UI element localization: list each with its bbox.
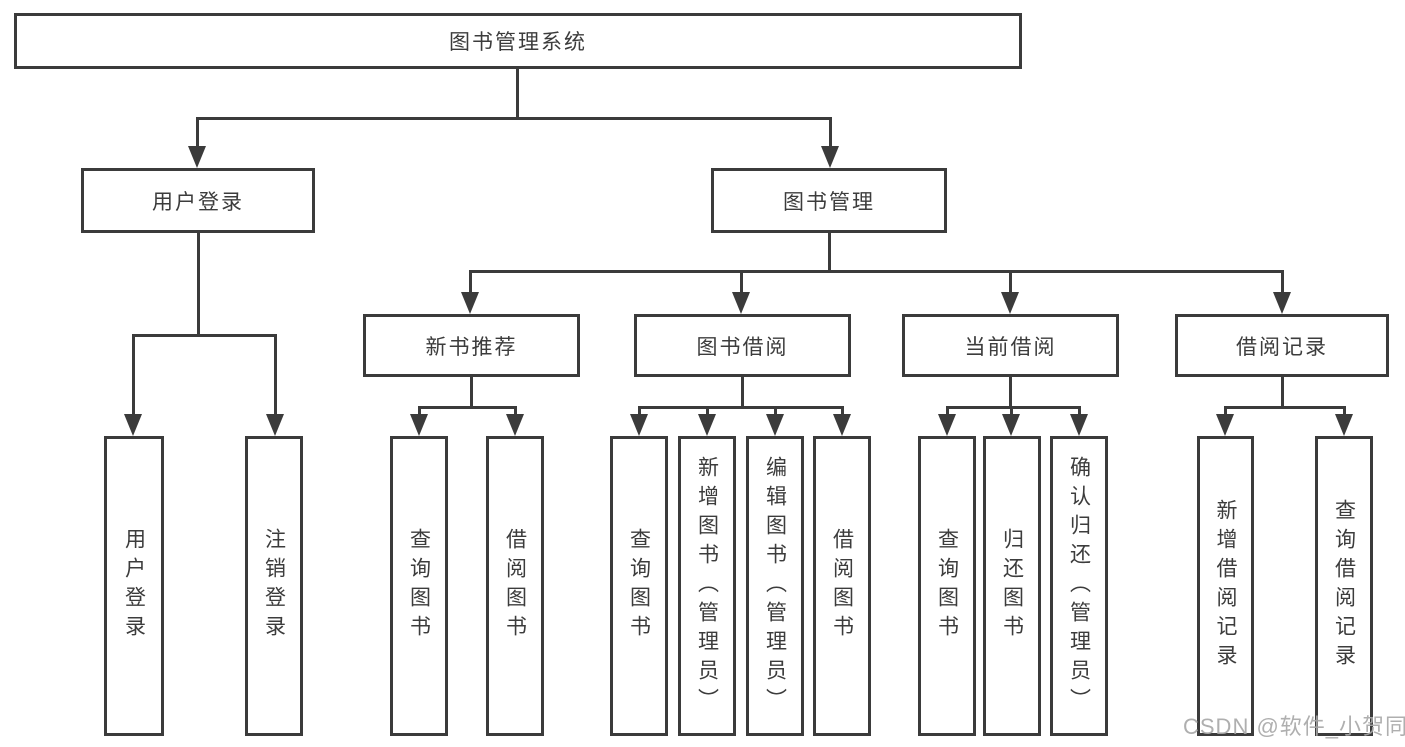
edge-line xyxy=(1009,270,1012,294)
edge-arrowhead-icon xyxy=(506,414,524,436)
edge-line xyxy=(1225,406,1344,409)
edge-line xyxy=(419,406,516,409)
edge-arrowhead-icon xyxy=(1335,414,1353,436)
edge-line xyxy=(274,334,277,416)
node-borrow-records: 借阅记录 xyxy=(1175,314,1389,377)
leaf-borrow-query-book: 查询图书 xyxy=(610,436,668,736)
leaf-user-login: 用户登录 xyxy=(104,436,164,736)
node-book-borrow: 图书借阅 xyxy=(634,314,851,377)
edge-line xyxy=(1343,406,1346,416)
edge-arrowhead-icon xyxy=(1002,414,1020,436)
edge-line xyxy=(1281,377,1284,408)
leaf-records-add-record: 新增借阅记录 xyxy=(1197,436,1254,736)
edge-line xyxy=(947,406,1079,409)
leaf-borrow-borrow-book: 借阅图书 xyxy=(813,436,871,736)
edge-line xyxy=(133,334,276,337)
edge-arrowhead-icon xyxy=(410,414,428,436)
edge-arrowhead-icon xyxy=(833,414,851,436)
edge-arrowhead-icon xyxy=(698,414,716,436)
edge-arrowhead-icon xyxy=(1070,414,1088,436)
leaf-current-return-book: 归还图书 xyxy=(983,436,1041,736)
edge-arrowhead-icon xyxy=(766,414,784,436)
leaf-logout: 注销登录 xyxy=(245,436,303,736)
edge-line xyxy=(841,406,844,416)
leaf-borrow-edit-book-admin: 编辑图书（管理员） xyxy=(746,436,804,736)
edge-line xyxy=(828,233,831,272)
edge-arrowhead-icon xyxy=(188,146,206,168)
edge-line xyxy=(197,233,200,336)
edge-arrowhead-icon xyxy=(1001,292,1019,314)
edge-arrowhead-icon xyxy=(732,292,750,314)
leaf-current-confirm-return-admin: 确认归还（管理员） xyxy=(1050,436,1108,736)
edge-arrowhead-icon xyxy=(630,414,648,436)
node-book-management: 图书管理 xyxy=(711,168,947,233)
edge-line xyxy=(514,406,517,416)
node-user-login: 用户登录 xyxy=(81,168,315,233)
node-root: 图书管理系统 xyxy=(14,13,1022,69)
leaf-borrow-add-book-admin: 新增图书（管理员） xyxy=(678,436,736,736)
leaf-recommend-query-book: 查询图书 xyxy=(390,436,448,736)
edge-line xyxy=(946,406,949,416)
edge-line xyxy=(740,270,743,294)
edge-line xyxy=(639,406,843,409)
edge-line xyxy=(469,270,472,294)
node-current-borrow: 当前借阅 xyxy=(902,314,1119,377)
edge-line xyxy=(470,377,473,408)
edge-line xyxy=(1078,406,1081,416)
csdn-watermark: CSDN @软件_小贺同学 xyxy=(1183,714,1405,739)
edge-line xyxy=(706,406,709,416)
edge-line xyxy=(197,117,832,120)
edge-line xyxy=(638,406,641,416)
edge-line xyxy=(1224,406,1227,416)
edge-line xyxy=(1010,406,1013,416)
edge-arrowhead-icon xyxy=(461,292,479,314)
node-new-book-recommend: 新书推荐 xyxy=(363,314,580,377)
edge-line xyxy=(470,270,1283,273)
leaf-recommend-borrow-book: 借阅图书 xyxy=(486,436,544,736)
edge-arrowhead-icon xyxy=(124,414,142,436)
edge-arrowhead-icon xyxy=(938,414,956,436)
edge-line xyxy=(196,117,199,148)
edge-arrowhead-icon xyxy=(1216,414,1234,436)
edge-line xyxy=(774,406,777,416)
edge-line xyxy=(1281,270,1284,294)
leaf-records-query-record: 查询借阅记录 xyxy=(1315,436,1373,736)
edge-line xyxy=(829,117,832,148)
edge-line xyxy=(132,334,135,416)
edge-line xyxy=(1009,377,1012,408)
edge-line xyxy=(516,68,519,119)
leaf-current-query-book: 查询图书 xyxy=(918,436,976,736)
edge-line xyxy=(741,377,744,408)
edge-arrowhead-icon xyxy=(266,414,284,436)
edge-arrowhead-icon xyxy=(821,146,839,168)
edge-line xyxy=(418,406,421,416)
edge-arrowhead-icon xyxy=(1273,292,1291,314)
